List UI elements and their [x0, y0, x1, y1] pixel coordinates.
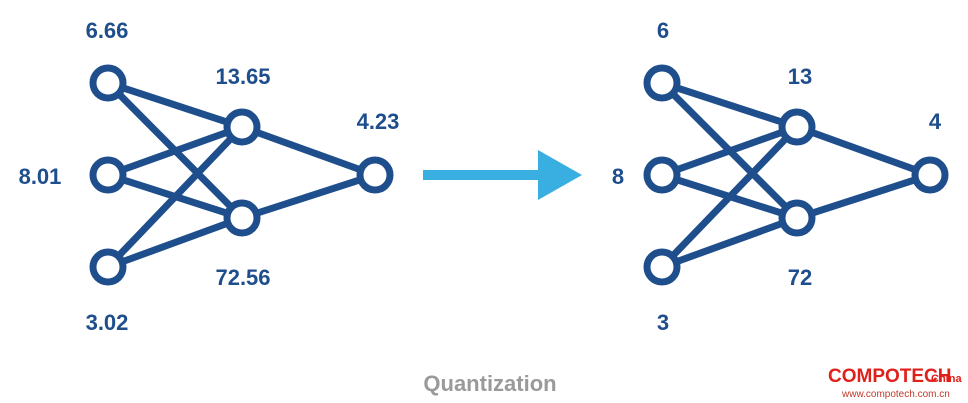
left-hidden-label-1: 13.65 — [215, 64, 270, 89]
right-hidden-label-1: 13 — [788, 64, 812, 89]
watermark-logo: COMPOTECH China www.compotech.com.cn — [828, 366, 962, 400]
right-edge-in3-h1 — [658, 123, 801, 271]
right-input-label-1: 6 — [657, 18, 669, 43]
right-network: 6 8 3 13 72 4 — [612, 18, 949, 335]
watermark-brand: COMPOTECH — [828, 366, 952, 387]
left-edge-in2-h1 — [104, 123, 246, 179]
left-output-node — [356, 156, 394, 194]
right-hidden-node-2 — [778, 199, 816, 237]
left-edge-in1-h1 — [104, 79, 246, 131]
left-network: 6.66 8.01 3.02 13.65 72.56 4.23 — [19, 18, 400, 335]
left-hidden-label-2: 72.56 — [215, 265, 270, 290]
right-input-node-2 — [643, 156, 681, 194]
left-input-node-2 — [89, 156, 127, 194]
right-output-label: 4 — [929, 109, 942, 134]
left-input-label-3: 3.02 — [86, 310, 129, 335]
right-edge-in1-h1 — [658, 79, 801, 131]
right-input-label-2: 8 — [612, 164, 624, 189]
left-input-label-1: 6.66 — [86, 18, 129, 43]
left-edge-h1-out — [238, 123, 379, 179]
right-input-node-3 — [643, 248, 681, 286]
watermark-url: www.compotech.com.cn — [841, 389, 950, 400]
left-input-node-1 — [89, 64, 127, 102]
arrow-shaft — [423, 170, 541, 180]
left-labels: 6.66 8.01 3.02 13.65 72.56 4.23 — [19, 18, 400, 335]
left-hidden-node-1 — [223, 108, 261, 146]
right-edges — [658, 79, 934, 271]
right-nodes — [643, 64, 949, 286]
watermark-region: China — [931, 373, 962, 385]
right-edge-in2-h1 — [658, 123, 801, 179]
right-input-label-3: 3 — [657, 310, 669, 335]
left-input-label-2: 8.01 — [19, 164, 62, 189]
right-labels: 6 8 3 13 72 4 — [612, 18, 942, 335]
left-output-label: 4.23 — [357, 109, 400, 134]
left-edges — [104, 79, 379, 271]
right-hidden-label-2: 72 — [788, 265, 812, 290]
left-edge-h2-out — [238, 171, 379, 222]
arrow-head — [538, 150, 582, 200]
left-edge-in3-h2 — [104, 214, 246, 271]
left-hidden-node-2 — [223, 199, 261, 237]
diagram-caption: Quantization — [423, 371, 556, 396]
left-input-node-3 — [89, 248, 127, 286]
right-edge-in3-h2 — [658, 214, 801, 271]
right-output-node — [911, 156, 949, 194]
right-hidden-node-1 — [778, 108, 816, 146]
left-edge-in3-h1 — [104, 123, 246, 271]
right-edge-h1-out — [793, 123, 934, 179]
right-arrow-icon — [423, 150, 582, 200]
left-nodes — [89, 64, 394, 286]
right-input-node-1 — [643, 64, 681, 102]
right-edge-h2-out — [793, 171, 934, 222]
